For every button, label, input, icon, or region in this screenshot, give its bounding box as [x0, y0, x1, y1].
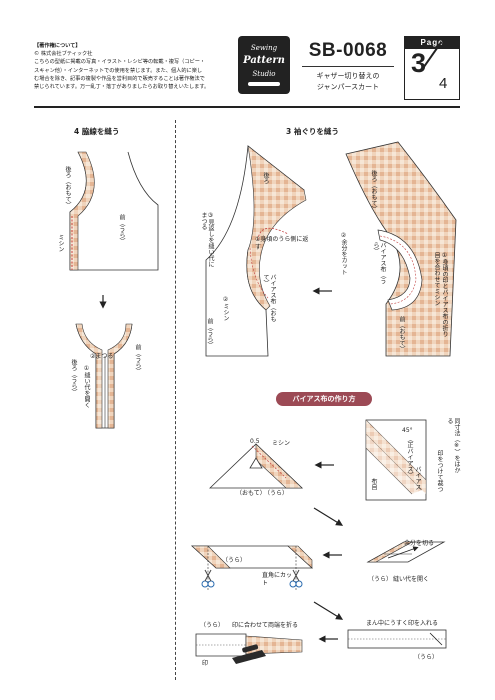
bias-right-angle-cut-illustration: [190, 545, 314, 590]
copyright-title: 【著作権について】: [34, 43, 81, 49]
step-3-bias-label-front: バイアス布（おもて）: [262, 274, 276, 322]
page-indicator: Page 3 4: [404, 36, 460, 100]
bias-grain-label: （正バイアス）: [406, 436, 413, 478]
page-label: Page: [405, 37, 459, 49]
step-3-note-fold: ①身頃のうら側に返す: [255, 236, 309, 251]
step-4-front-label-2: 前（うら）: [134, 344, 141, 374]
bias-width-note: 同寸法（※）をはかる: [446, 418, 460, 473]
bias-back-label: （うら）: [264, 490, 289, 497]
left-arrow-icon-3: [322, 551, 342, 559]
product-name-line-2: ジャンパースカート: [316, 83, 380, 91]
product-name-line-1: ギャザー切り替えの: [316, 72, 380, 80]
step-4-sew-label: ミシン: [57, 234, 64, 252]
step-3-back-label-right: 後ろ（おもて）: [370, 170, 377, 212]
step-4-title: 4 脇線を縫う: [74, 127, 120, 136]
step-3-front-label: 前（うら）: [206, 318, 213, 348]
down-arrow-icon: [99, 295, 107, 309]
page-total: 4: [439, 75, 448, 92]
bias-back-label-5: （うら）: [200, 622, 225, 629]
copyright-line-3: む場合を除き、記事の複製や作品を営利目的で販売することは著作権法で: [34, 75, 205, 82]
copyright-notice: 【著作権について】 © 株式会社ブティック社 こちらの型紙に掲載の写真・イラスト…: [34, 42, 240, 91]
header-rule: [34, 106, 460, 108]
bias-mark-note: 印をつけて裁つ: [436, 450, 443, 492]
step-4-back-label-2: 後ろ（うら）: [70, 359, 77, 395]
step-3-bias-attach-illustration: [345, 141, 457, 357]
left-arrow-icon: [312, 287, 332, 295]
logo-underline: [248, 82, 280, 86]
step-4-front-label: 前（うら）: [118, 214, 125, 244]
pattern-title-box: SB-0068 ギャザー切り替えの ジャンパースカート: [296, 36, 400, 94]
bias-back-label-2: （うら）: [368, 576, 393, 583]
bias-face-label: （おもて）: [236, 490, 266, 497]
step-3-note-cut: ②余分をカット: [340, 232, 347, 275]
step-4-note-open: ①縫い代を開く: [83, 365, 90, 408]
bias-angle-label: 45°: [402, 427, 413, 434]
diagonal-arrow-icon-2: [313, 601, 344, 620]
copyright-line-1: こちらの型紙に掲載の写真・イラスト・レシピ等の転載・複写（コピー・: [34, 59, 206, 66]
step-3-title: 3 袖ぐりを縫う: [286, 127, 339, 136]
step-3-bias-label-back: バイアス布（うら）: [372, 242, 386, 284]
bias-seam-allowance: 0.5: [250, 438, 260, 445]
bias-back-label-4: （うら）: [414, 654, 439, 661]
bias-iron-note: 印に合わせて両端を折る: [232, 622, 299, 629]
step-3-armhole-finished-illustration: [205, 145, 307, 357]
step-4-note-overlock: ②まつる: [90, 353, 114, 360]
page-current: 3: [411, 48, 427, 78]
product-name: ギャザー切り替えの ジャンパースカート: [296, 71, 400, 93]
bias-center-note: まん中にうすく印を入れる: [366, 620, 439, 627]
bias-sew-label: ミシン: [272, 440, 291, 447]
left-arrow-icon-2: [314, 461, 334, 469]
step-4-seam-opened-illustration: [75, 323, 133, 429]
bias-open-note: 縫い代を開く: [393, 576, 430, 583]
step-3-front-label-right: 前（おもて）: [398, 316, 405, 352]
bias-cutting-illustration: [365, 419, 427, 501]
bias-iron-fold-illustration: [195, 633, 303, 664]
copyright-line-2: スキャン他）・インターネットでの使用を禁じます。また、個人的に楽し: [34, 67, 203, 74]
bias-sewing-triangle-illustration: [209, 443, 303, 489]
logo-word-pattern: Pattern: [243, 55, 285, 66]
step-3-note-sew: ②ミシン: [222, 296, 229, 321]
step-3-note-overlock: ③見返しを縫い代にまつる: [200, 212, 214, 267]
bias-center-mark-illustration: [347, 629, 447, 649]
step-4-back-label: 後ろ（おもて）: [64, 166, 71, 208]
iron-icon: [232, 644, 266, 664]
logo-word-studio: Studio: [252, 70, 276, 78]
step-3-note-match: ①身頃の印とバイアス布の折り目を合わせてミシン: [433, 252, 448, 337]
copyright-company: © 株式会社ブティック社: [34, 51, 93, 58]
bias-grain-word: 布目: [370, 478, 377, 490]
bias-right-angle-note: 直角にカット: [262, 572, 293, 587]
step-3-back-label: 後ろ: [262, 172, 269, 184]
title-rule: [302, 66, 394, 67]
bias-trim-note: 余分を切る: [404, 540, 435, 547]
diagonal-arrow-icon: [313, 507, 344, 526]
pattern-number: SB-0068: [308, 40, 388, 61]
step-4-side-seam-illustration: [69, 151, 159, 271]
bias-mark-label: 印: [202, 660, 209, 667]
bias-back-label-3: （うら）: [222, 557, 247, 564]
scissors-icon: [201, 569, 215, 588]
column-divider: [175, 120, 176, 680]
bias-bias-label: バイアス: [414, 466, 421, 490]
left-arrow-icon-4: [318, 635, 338, 643]
scissors-icon-2: [289, 569, 303, 588]
logo-word-sewing: Sewing: [250, 44, 278, 52]
copyright-line-4: 禁じられています。万一乱丁・落丁がありましたらお取り替えいたします。: [34, 84, 210, 91]
bias-tape-banner: バイアス布の作り方: [276, 392, 372, 406]
brand-logo: Sewing Pattern Studio: [238, 36, 290, 94]
bias-trim-illustration: [366, 541, 446, 563]
